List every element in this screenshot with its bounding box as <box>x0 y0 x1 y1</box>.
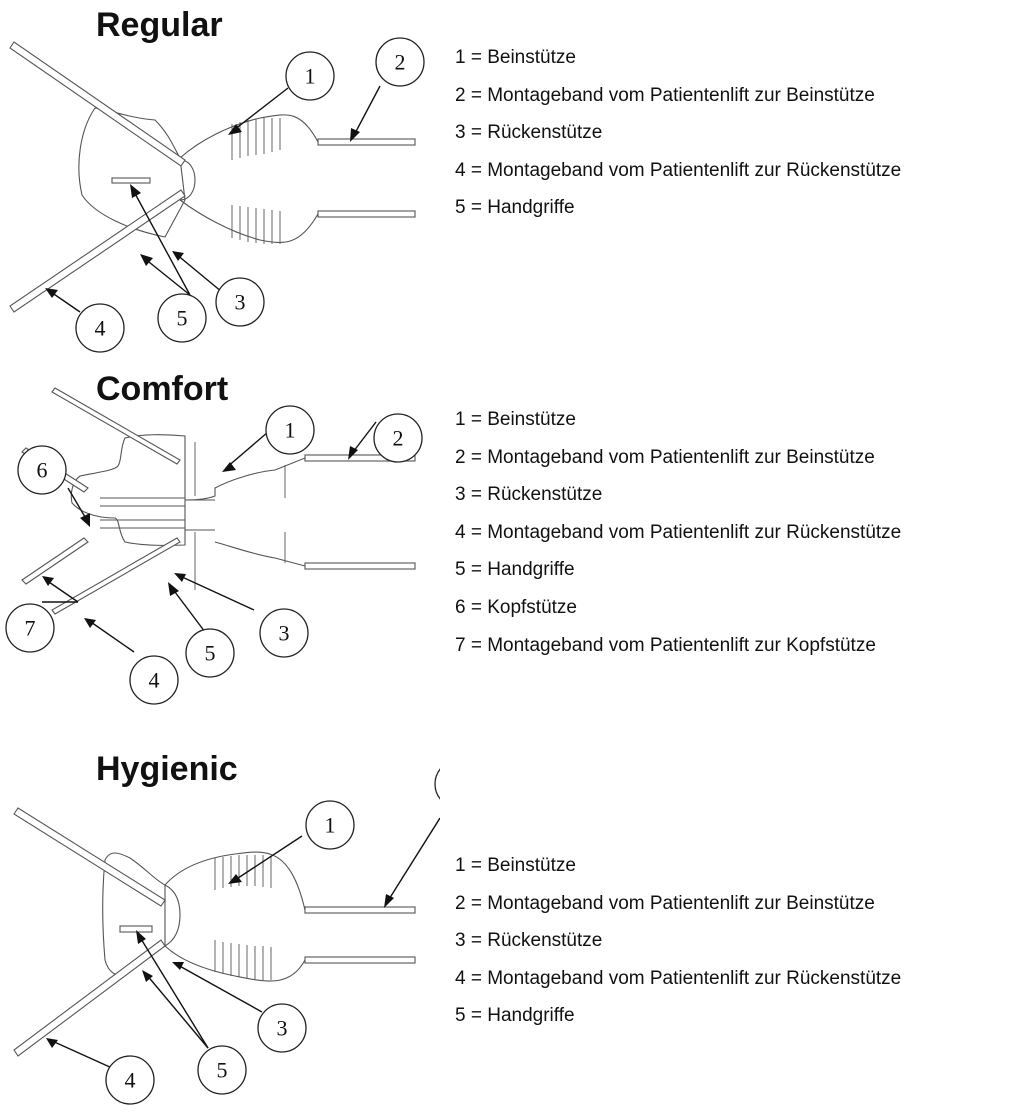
legend-item: 2 = Montageband vom Patientenlift zur Be… <box>455 446 875 468</box>
callout-label: 2 <box>393 426 404 451</box>
callout-3: 3 <box>257 1003 307 1053</box>
callout-label: 5 <box>205 641 216 666</box>
section-comfort: Comfort <box>0 370 1027 715</box>
callout-3: 3 <box>215 277 265 327</box>
callout-1: 1 <box>285 51 335 101</box>
callout-5: 5 <box>185 628 235 678</box>
callout-label: 1 <box>285 418 296 443</box>
sling-outline <box>102 851 415 982</box>
callout-label: 4 <box>125 1068 136 1093</box>
callout-label: 7 <box>25 616 36 641</box>
section-title: Hygienic <box>96 750 238 788</box>
callout-label: 3 <box>235 290 246 315</box>
legend: 1 = Beinstütze 2 = Montageband vom Patie… <box>455 856 901 1044</box>
legend-item: 4 = Montageband vom Patientenlift zur Rü… <box>455 159 902 181</box>
section-hygienic: Hygienic <box>0 750 1027 1119</box>
legend-item: 1 = Beinstütze <box>455 47 576 68</box>
legend-item: 4 = Montageband vom Patientenlift zur Rü… <box>455 967 902 989</box>
straps <box>9 41 416 313</box>
sling-outline <box>78 107 415 243</box>
arrows <box>42 421 377 653</box>
callout-6: 6 <box>17 445 67 495</box>
legend-item: 2 = Montageband vom Patientenlift zur Be… <box>455 84 875 106</box>
hatching <box>194 442 286 590</box>
legend: 1 = Beinstütze 2 = Montageband vom Patie… <box>455 48 901 236</box>
callout-4: 4 <box>75 303 125 353</box>
legend-item: 3 = Rückenstütze <box>455 930 603 952</box>
callout-1: 1 <box>305 800 355 850</box>
callout-3: 3 <box>259 608 309 658</box>
arrows <box>46 817 440 1069</box>
callout-label: 1 <box>325 813 336 838</box>
section-regular: Regular <box>0 0 1027 370</box>
callout-label: 6 <box>37 458 48 483</box>
callout-label: 5 <box>217 1058 228 1083</box>
legend-item: 2 = Montageband vom Patientenlift zur Be… <box>455 892 875 914</box>
sling-diagram-comfort: 1 2 3 4 5 6 7 <box>5 387 423 705</box>
hatching <box>214 855 272 980</box>
callout-2: 2 <box>434 768 440 800</box>
sling-diagram-regular: 1 2 3 4 5 <box>9 37 425 353</box>
callout-label: 4 <box>149 668 160 693</box>
legend-item: 6 = Kopfstütze <box>455 596 577 618</box>
callout-label: 3 <box>279 621 290 646</box>
hatching <box>231 118 281 244</box>
callout-label: 1 <box>305 64 316 89</box>
callout-4: 4 <box>105 1055 155 1105</box>
legend-item: 5 = Handgriffe <box>455 197 575 219</box>
section-title: Regular <box>96 6 223 44</box>
section-title: Comfort <box>96 370 229 408</box>
straps <box>21 387 416 615</box>
legend-item: 1 = Beinstütze <box>455 855 576 876</box>
legend-item: 5 = Handgriffe <box>455 559 575 581</box>
legend-item: 5 = Handgriffe <box>455 1005 575 1027</box>
legend-item: 3 = Rückenstütze <box>455 484 603 506</box>
callout-2: 2 <box>375 37 425 87</box>
legend-item: 4 = Montageband vom Patientenlift zur Rü… <box>455 521 902 543</box>
straps <box>13 807 416 1057</box>
callout-label: 3 <box>277 1016 288 1041</box>
callout-7: 7 <box>5 603 55 653</box>
callout-label: 5 <box>177 306 188 331</box>
arrows <box>45 85 381 313</box>
sling-diagram-hygienic: 1 2 3 4 5 <box>13 768 440 1105</box>
legend-item: 3 = Rückenstütze <box>455 122 603 144</box>
legend: 1 = Beinstütze 2 = Montageband vom Patie… <box>455 410 901 673</box>
sling-outline <box>70 434 415 567</box>
callout-2: 2 <box>373 413 423 463</box>
callout-4: 4 <box>129 655 179 705</box>
callout-5: 5 <box>197 1045 247 1095</box>
legend-item: 1 = Beinstütze <box>455 409 576 430</box>
callout-1: 1 <box>265 405 315 455</box>
callout-label: 2 <box>395 50 406 75</box>
callout-5: 5 <box>157 293 207 343</box>
callout-label: 4 <box>95 316 106 341</box>
legend-item: 7 = Montageband vom Patientenlift zur Ko… <box>455 634 876 656</box>
